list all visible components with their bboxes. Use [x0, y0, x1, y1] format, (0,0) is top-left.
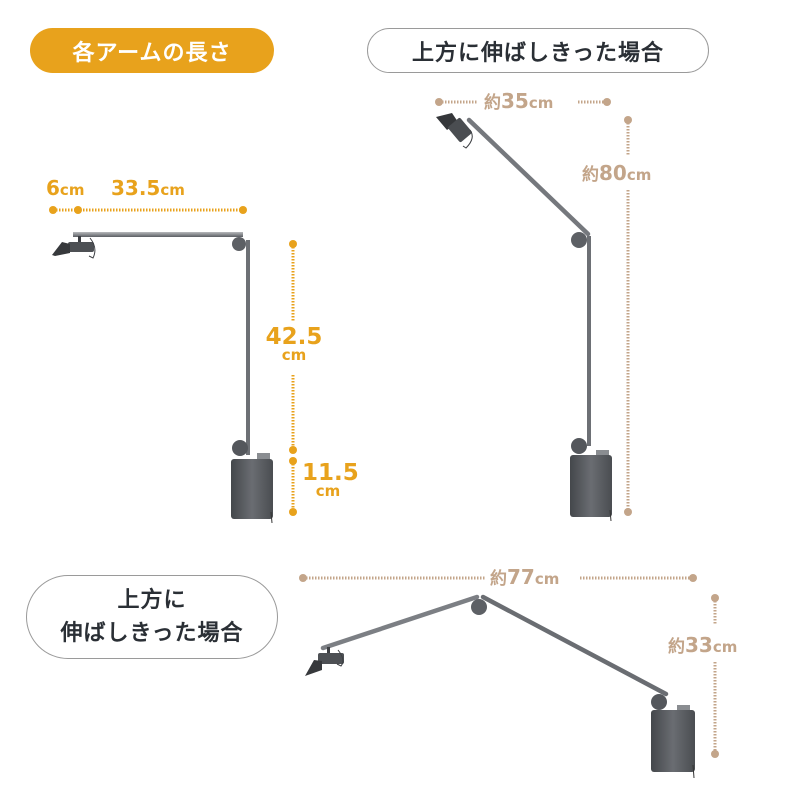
- base-height-label: 11.5 cm: [302, 460, 359, 500]
- lamp-extended-up: [435, 98, 632, 522]
- height-unit: cm: [712, 638, 738, 656]
- lamp-head-icon: [436, 113, 473, 149]
- extended-side-title-line2: 伸ばしきった場合: [60, 621, 244, 646]
- extended-up-height-label: 約80cm: [582, 160, 651, 185]
- height-prefix: 約: [582, 165, 599, 185]
- width-77-dimension-line: [299, 574, 697, 582]
- width-unit: cm: [534, 570, 560, 588]
- arm-length-title: 各アームの長さ: [72, 40, 232, 66]
- base-dimension-line: [289, 457, 297, 516]
- width-35-dimension-line: [435, 98, 611, 106]
- lamp-extended-side: [299, 574, 719, 779]
- height-80-dimension-line: [624, 116, 632, 516]
- extended-up-title: 上方に伸ばしきった場合: [411, 40, 665, 66]
- height-33-dimension-line: [711, 594, 719, 758]
- base-height-unit: cm: [315, 482, 341, 500]
- head-length-label: 6cm: [46, 176, 84, 200]
- extended-side-title-badge: 上方に 伸ばしきった場合: [26, 575, 278, 659]
- height-value: 33: [685, 633, 713, 657]
- lamp-head-icon: [305, 647, 344, 676]
- extended-up-width-label: 約35cm: [484, 88, 553, 113]
- head-length-value: 6: [46, 176, 60, 200]
- extended-side-width-label: 約77cm: [490, 564, 559, 589]
- lower-arm-dimension-line: [289, 240, 297, 454]
- lamp-base-icon: [231, 453, 273, 524]
- width-prefix: 約: [484, 93, 501, 113]
- upper-arm-length-label: 33.5cm: [111, 176, 185, 200]
- height-value: 80: [599, 161, 627, 185]
- upper-arm-length-unit: cm: [160, 181, 185, 199]
- lower-arm-length-value: 42.5: [265, 324, 323, 350]
- height-unit: cm: [626, 166, 652, 184]
- lamp-base-icon: [570, 450, 612, 522]
- extended-side-title-line1: 上方に: [117, 588, 187, 613]
- lamp-base-icon: [651, 705, 695, 779]
- lower-arm-length-label: 42.5 cm: [264, 324, 324, 364]
- lamp-head-icon: [52, 236, 96, 259]
- arm-length-title-badge: 各アームの長さ: [30, 28, 274, 73]
- extended-up-title-badge: 上方に伸ばしきった場合: [367, 28, 709, 73]
- head-upper-dimension-line: [49, 206, 247, 214]
- width-unit: cm: [528, 94, 554, 112]
- width-value: 35: [501, 89, 529, 113]
- lower-arm-length-unit: cm: [281, 346, 307, 364]
- base-height-value: 11.5: [302, 460, 359, 486]
- width-prefix: 約: [490, 569, 507, 589]
- upper-arm-length-value: 33.5: [111, 176, 161, 200]
- height-prefix: 約: [668, 637, 685, 657]
- head-length-unit: cm: [59, 181, 85, 199]
- width-value: 77: [507, 565, 535, 589]
- lamp-arm-lengths: [49, 206, 297, 524]
- extended-side-height-label: 約33cm: [668, 632, 737, 657]
